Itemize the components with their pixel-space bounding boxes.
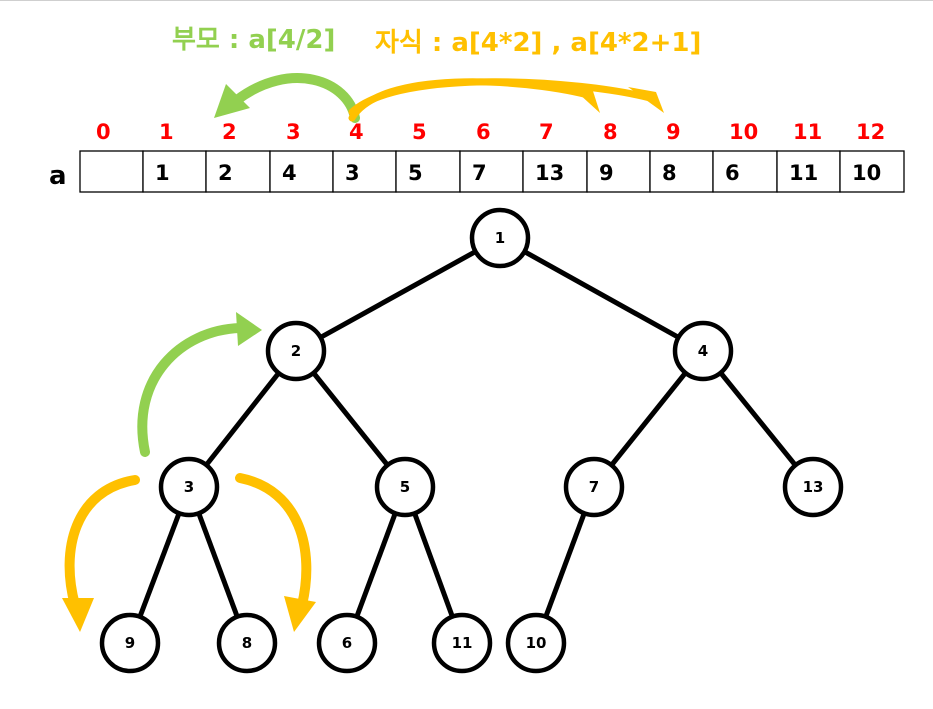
array-cell-value: 1 — [155, 161, 170, 185]
array-arrows — [214, 73, 664, 123]
tree-node-label: 11 — [452, 634, 473, 652]
array-cell — [776, 150, 841, 193]
top-border — [0, 0, 933, 1]
array-cell — [332, 150, 397, 193]
tree-arrows — [62, 312, 316, 632]
array-name: a — [49, 161, 67, 191]
array-cell — [269, 150, 334, 193]
array-cell — [712, 150, 778, 193]
tree-node-label: 8 — [242, 634, 252, 652]
child-arrowhead-tree-left — [62, 598, 94, 632]
tree-node-label: 3 — [184, 478, 194, 496]
array-index: 3 — [286, 120, 301, 144]
tree-node — [431, 612, 493, 674]
tree-edge — [294, 235, 502, 354]
tree-node — [216, 612, 278, 674]
array-cell-value: 3 — [345, 161, 360, 185]
child-formula: 자식 : a[4*2] , a[4*2+1] — [375, 28, 701, 58]
tree-node — [158, 456, 220, 518]
array-index: 2 — [222, 120, 237, 144]
tree-node — [316, 612, 378, 674]
array-index: 11 — [793, 120, 822, 144]
tree-edge — [498, 235, 705, 354]
array-cell — [459, 150, 524, 193]
tree-node-label: 6 — [342, 634, 352, 652]
tree-node — [374, 456, 436, 518]
child-arrow-tree-right — [235, 473, 312, 610]
array-index: 8 — [603, 120, 618, 144]
tree-node — [265, 320, 327, 382]
child-arrow-array-2 — [348, 78, 654, 116]
array-index: 4 — [349, 120, 364, 144]
child-arrow-tree-left — [64, 475, 140, 610]
tree-node-label: 5 — [400, 478, 410, 496]
parent-formula: 부모 : a[4/2] — [172, 25, 335, 55]
array-cell — [839, 150, 905, 193]
array-cell — [79, 150, 144, 193]
array-cell-value: 6 — [725, 161, 740, 185]
array-index: 5 — [412, 120, 427, 144]
array-index: 1 — [159, 120, 174, 144]
tree-node — [469, 207, 531, 269]
array-cell-value: 7 — [472, 161, 487, 185]
array-cell-value: 9 — [599, 161, 614, 185]
array-index: 9 — [666, 120, 681, 144]
array-cell — [205, 150, 271, 193]
array-index: 0 — [96, 120, 111, 144]
tree-node-label: 2 — [291, 342, 301, 360]
array-index: 7 — [539, 120, 554, 144]
array-cell-value: 4 — [282, 161, 297, 185]
tree-node-label: 10 — [526, 634, 547, 652]
tree-node-label: 1 — [495, 229, 505, 247]
array-cell — [142, 150, 207, 193]
array-cell — [522, 150, 588, 193]
array-cell — [586, 150, 651, 193]
tree-node-label: 7 — [589, 478, 599, 496]
array-cell-value: 8 — [662, 161, 677, 185]
array-index: 12 — [856, 120, 885, 144]
tree-node — [99, 612, 161, 674]
array-index: 10 — [729, 120, 758, 144]
tree-node — [505, 612, 567, 674]
tree-node-label: 13 — [803, 478, 824, 496]
array-cells: 1 2 4 3 5 7 13 9 8 6 11 10 — [79, 150, 905, 193]
parent-arrow-array — [232, 73, 360, 123]
child-arrowhead-tree-right — [284, 596, 316, 632]
tree-nodes: 1 2 4 3 5 7 13 9 8 6 11 10 — [99, 207, 844, 674]
parent-arrowhead-tree — [236, 312, 262, 346]
tree-node — [782, 456, 844, 518]
array-cell-value: 11 — [789, 161, 818, 185]
array-cell-value: 5 — [408, 161, 423, 185]
array-cell-value: 13 — [535, 161, 564, 185]
tree-node-label: 4 — [698, 342, 708, 360]
array-cell-value: 10 — [852, 161, 881, 185]
tree-edges — [127, 235, 815, 644]
parent-arrow-tree — [137, 323, 245, 457]
tree-node-label: 9 — [125, 634, 135, 652]
array-cell-value: 2 — [218, 161, 233, 185]
tree-node — [672, 320, 734, 382]
array-index: 6 — [476, 120, 491, 144]
tree-node — [563, 456, 625, 518]
parent-arrowhead-array — [214, 84, 250, 118]
array-cell — [395, 150, 461, 193]
child-arrowhead-array-2 — [628, 87, 664, 113]
array-cell — [649, 150, 714, 193]
